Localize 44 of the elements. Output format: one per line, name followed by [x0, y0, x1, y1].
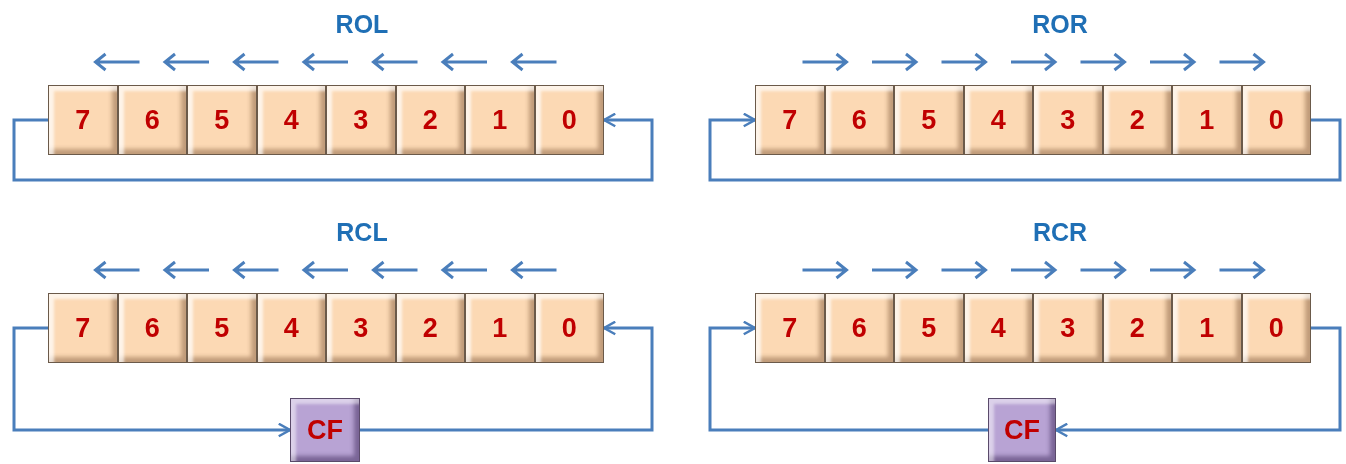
operation-title: RCL [336, 218, 388, 247]
bit-box: 5 [187, 293, 257, 363]
bit-box: 0 [534, 85, 604, 155]
arrow [708, 112, 1342, 182]
bit-box: 2 [1102, 293, 1172, 363]
bit-box: 7 [755, 85, 825, 155]
bit-box: 7 [48, 293, 118, 363]
carry-flag-box: CF [290, 398, 360, 462]
bit-box: 5 [894, 85, 964, 155]
arrow [12, 112, 654, 182]
operation-title: RCR [1032, 218, 1088, 247]
bit-box: 5 [187, 85, 257, 155]
arrow [708, 320, 988, 432]
bit-box: 4 [256, 85, 326, 155]
bit-box: 6 [824, 293, 894, 363]
arrow [12, 326, 292, 438]
bit-box: 7 [48, 85, 118, 155]
bit-box: 1 [465, 293, 535, 363]
carry-flag-box: CF [988, 398, 1056, 462]
bit-box: 5 [894, 293, 964, 363]
operation-title: ROL [335, 10, 389, 39]
bit-box: 1 [465, 85, 535, 155]
bit-box: 0 [534, 293, 604, 363]
bit-box: 3 [1033, 85, 1103, 155]
arrow [360, 320, 654, 432]
bit-box: 3 [326, 293, 396, 363]
bit-box: 7 [755, 293, 825, 363]
operation-title: ROR [1032, 10, 1088, 39]
bit-box: 3 [326, 85, 396, 155]
bit-box: 6 [117, 293, 187, 363]
bit-box: 2 [395, 293, 465, 363]
bit-box: 6 [824, 85, 894, 155]
bit-box: 2 [1102, 85, 1172, 155]
bit-box: 4 [256, 293, 326, 363]
bit-box: 1 [1172, 293, 1242, 363]
bit-box: 2 [395, 85, 465, 155]
bit-box: 1 [1172, 85, 1242, 155]
bit-box: 6 [117, 85, 187, 155]
bit-box: 4 [963, 293, 1033, 363]
bit-box: 4 [963, 85, 1033, 155]
arrow [1054, 326, 1342, 438]
bit-box: 0 [1241, 85, 1311, 155]
bit-box: 3 [1033, 293, 1103, 363]
bit-box: 0 [1241, 293, 1311, 363]
